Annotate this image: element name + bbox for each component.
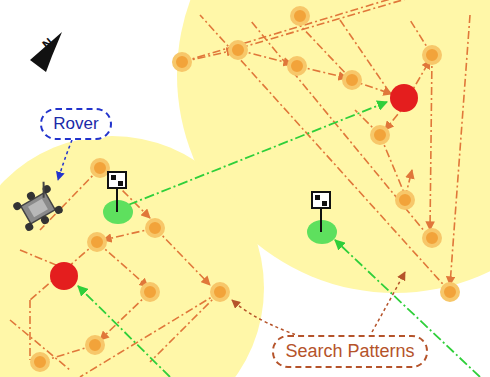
leader-line (372, 272, 405, 332)
callout-text: Search Patterns (285, 341, 414, 362)
travel-path (78, 102, 480, 377)
search-path (10, 168, 220, 377)
search-region (0, 136, 264, 377)
target (50, 262, 78, 290)
callout-text: Rover (53, 114, 98, 134)
search-path (182, 0, 470, 292)
leader-line (58, 140, 72, 180)
waypoint (32, 8, 458, 370)
callout-bubble: Rover (40, 108, 112, 140)
target (390, 84, 418, 112)
marker (103, 172, 337, 244)
callout-bubble: Search Patterns (272, 335, 428, 368)
rover-icon (10, 180, 65, 234)
north-arrow (30, 32, 62, 72)
